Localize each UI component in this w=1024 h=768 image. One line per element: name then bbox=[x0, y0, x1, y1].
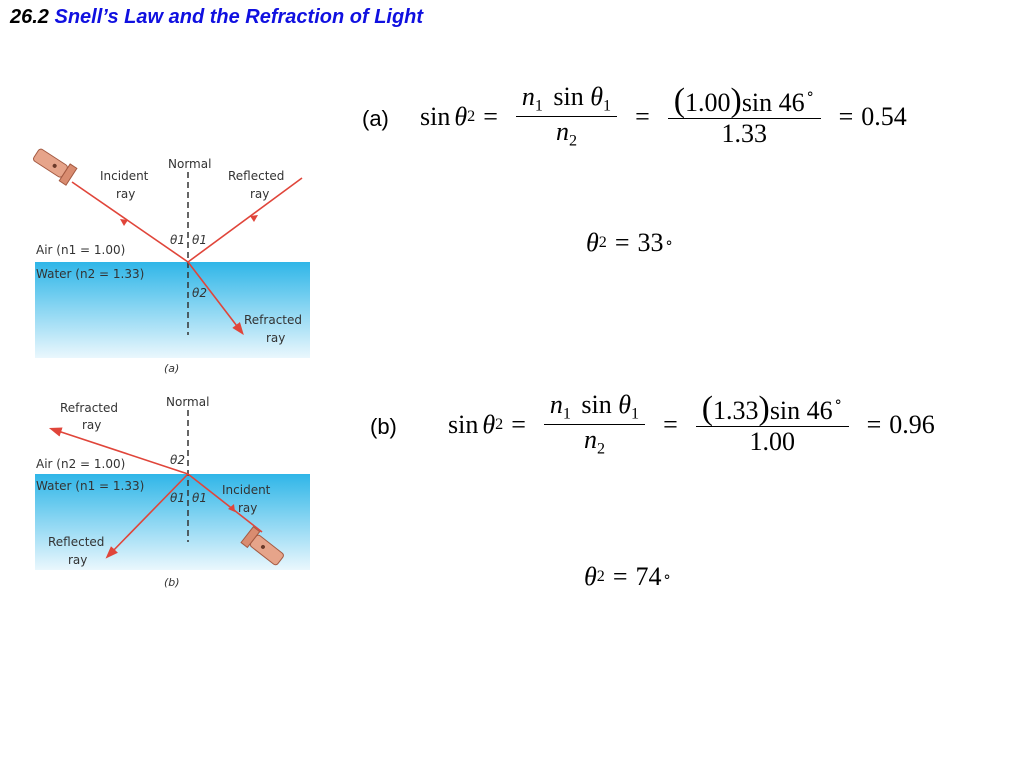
equals-sign: = bbox=[866, 409, 882, 439]
lhs-theta-sub: 2 bbox=[495, 415, 504, 433]
water-label: Water (n1 = 1.33) bbox=[36, 479, 144, 493]
snell-denominator: n2 bbox=[583, 425, 606, 458]
equals-sign: = bbox=[838, 101, 854, 131]
snell-denominator: n2 bbox=[555, 117, 578, 150]
incident-label-2: ray bbox=[116, 187, 135, 201]
figure-caption-a: (a) bbox=[164, 362, 179, 375]
refraction-diagram-a: Normal Incident ray Reflected ray θ1 θ1 … bbox=[33, 148, 310, 375]
water-region bbox=[35, 262, 310, 358]
numeric-fraction: (1.33)sin 46∘ 1.00 bbox=[695, 390, 849, 457]
lhs-theta-sub: 2 bbox=[467, 107, 476, 125]
equals-sign: = bbox=[511, 409, 526, 439]
lhs-sin: sin bbox=[420, 101, 451, 131]
numeric-fraction: (1.00)sin 46∘ 1.33 bbox=[667, 82, 821, 149]
flashlight-icon bbox=[33, 148, 78, 186]
refracted-ray bbox=[187, 261, 244, 336]
lhs-theta: θ bbox=[454, 101, 468, 131]
lhs-theta: θ bbox=[482, 409, 496, 439]
normal-label: Normal bbox=[168, 157, 211, 171]
answer-value: 33 bbox=[637, 228, 664, 257]
answer-value: 74 bbox=[635, 562, 662, 591]
numeric-denominator: 1.33 bbox=[721, 119, 767, 149]
theta1-right-label: θ1 bbox=[192, 233, 207, 247]
slide-title: 26.2 Snell’s Law and the Refraction of L… bbox=[10, 6, 423, 29]
part-a-label: (a) bbox=[362, 106, 389, 131]
theta1-left-label: θ1 bbox=[170, 233, 185, 247]
snell-fraction: n1 sin θ1 n2 bbox=[515, 82, 618, 151]
refraction-diagram-b: Normal Refracted ray θ2 Air (n2 = 1.00) … bbox=[35, 395, 310, 589]
refracted-label-1: Refracted bbox=[244, 313, 302, 327]
lhs-sin: sin bbox=[448, 409, 479, 439]
result-value: 0.96 bbox=[889, 409, 935, 439]
theta1-left-label: θ1 bbox=[170, 491, 185, 505]
refracted-ray bbox=[48, 427, 189, 475]
snell-numerator: n1 sin θ1 bbox=[549, 390, 640, 423]
normal-label: Normal bbox=[166, 395, 209, 409]
snell-fraction: n1 sin θ1 n2 bbox=[543, 390, 646, 459]
figure-caption-b: (b) bbox=[164, 576, 180, 589]
reflected-label-2: ray bbox=[250, 187, 269, 201]
snell-numerator: n1 sin θ1 bbox=[521, 82, 612, 115]
flashlight-icon bbox=[240, 526, 284, 566]
part-b-label: (b) bbox=[370, 414, 397, 439]
theta2-label: θ2 bbox=[192, 286, 207, 300]
section-number: 26.2 bbox=[10, 6, 49, 28]
equals-sign: = bbox=[635, 101, 650, 131]
refracted-label-2: ray bbox=[266, 331, 285, 345]
numeric-numerator: (1.33)sin 46∘ bbox=[701, 390, 843, 428]
result-value: 0.54 bbox=[861, 101, 907, 131]
incident-label-2: ray bbox=[238, 501, 257, 515]
theta2-label: θ2 bbox=[170, 453, 185, 467]
numeric-numerator: (1.00)sin 46∘ bbox=[673, 82, 815, 120]
air-label: Air (n2 = 1.00) bbox=[36, 457, 125, 471]
reflected-ray bbox=[105, 473, 189, 559]
reflected-label-2: ray bbox=[68, 553, 87, 567]
numeric-denominator: 1.00 bbox=[749, 427, 795, 457]
water-label: Water (n2 = 1.33) bbox=[36, 267, 144, 281]
section-title: Snell’s Law and the Refraction of Light bbox=[54, 6, 424, 28]
incident-ray bbox=[187, 473, 263, 533]
refracted-label-2: ray bbox=[82, 418, 101, 432]
air-label: Air (n1 = 1.00) bbox=[36, 243, 125, 257]
incident-label-1: Incident bbox=[222, 483, 271, 497]
reflected-ray bbox=[187, 177, 303, 263]
theta1-right-label: θ1 bbox=[192, 491, 207, 505]
refracted-label-1: Refracted bbox=[60, 401, 118, 415]
reflected-label-1: Reflected bbox=[48, 535, 104, 549]
equals-sign: = bbox=[663, 409, 678, 439]
reflected-label-1: Reflected bbox=[228, 169, 284, 183]
incident-ray bbox=[71, 181, 189, 263]
incident-label-1: Incident bbox=[100, 169, 149, 183]
equals-sign: = bbox=[483, 101, 498, 131]
